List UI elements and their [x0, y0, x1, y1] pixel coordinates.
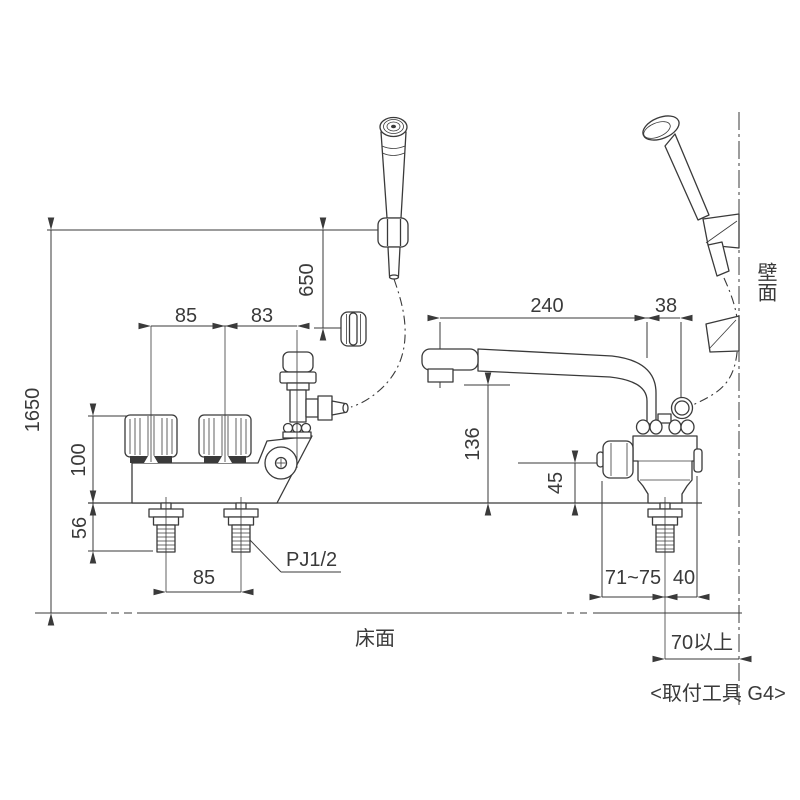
label-thread-type: PJ1/2: [286, 549, 337, 571]
label-floor-surface: 床面: [355, 627, 395, 650]
phillips-screw-icon: [274, 456, 288, 470]
dim-handle-pitch: 85: [175, 305, 197, 327]
dim-handle-axis-height: 45: [545, 472, 567, 494]
dim-wall-clearance: 70以上: [671, 631, 733, 654]
handheld-shower: [377, 116, 409, 280]
spout-head: [421, 348, 479, 371]
body-end-cap: [693, 448, 703, 473]
dim-front-range: 71~75: [605, 567, 661, 589]
dim-handle-diverter: 83: [251, 305, 273, 327]
dim-spout-reach: 240: [530, 295, 563, 317]
dim-inlet-pitch: 85: [193, 567, 215, 589]
front-view-faucet: [124, 351, 349, 553]
dim-total-height: 1650: [22, 388, 44, 433]
spout-tube: [477, 348, 657, 425]
wall-hook-bracket: [340, 311, 367, 347]
shower-holder-clamp: [377, 217, 409, 248]
shower-hose-front-view: [350, 278, 406, 408]
centerlines: [150, 326, 666, 659]
dim-deck-height: 100: [68, 443, 90, 476]
spout-aerator: [427, 368, 454, 383]
wall-shower-connector: [707, 241, 730, 277]
hose-outlet: [305, 395, 349, 421]
handle-side-view: [596, 440, 634, 479]
diverter-column: [279, 351, 349, 439]
wall-hung-shower: [642, 115, 740, 353]
dim-spout-height: 136: [462, 427, 484, 460]
dim-rear-clearance: 40: [673, 567, 695, 589]
shower-hose-connector: [387, 246, 401, 277]
diverter-knob: [282, 351, 314, 373]
label-wall-surface: 壁面: [754, 262, 777, 302]
wall-shower-head: [642, 115, 680, 141]
annotation-texts: 床面 壁面 <取付工具 G4>: [355, 262, 786, 705]
wall-shower-holder: [702, 213, 740, 249]
dimension-lines: [47, 217, 752, 663]
dim-shank-length: 56: [69, 517, 91, 539]
dim-spout-offset: 38: [655, 295, 677, 317]
faucet-body-side: [632, 435, 698, 504]
shower-hose-side-view: [687, 277, 739, 408]
label-mounting-tool: <取付工具 G4>: [650, 682, 786, 705]
leader-thread-type: [237, 527, 341, 573]
dimension-texts: 1650 650 85 83 100 56 85 PJ1/2 240 38 13…: [22, 263, 733, 654]
valve-caps: [635, 419, 695, 435]
dim-shower-drop: 650: [296, 263, 318, 296]
